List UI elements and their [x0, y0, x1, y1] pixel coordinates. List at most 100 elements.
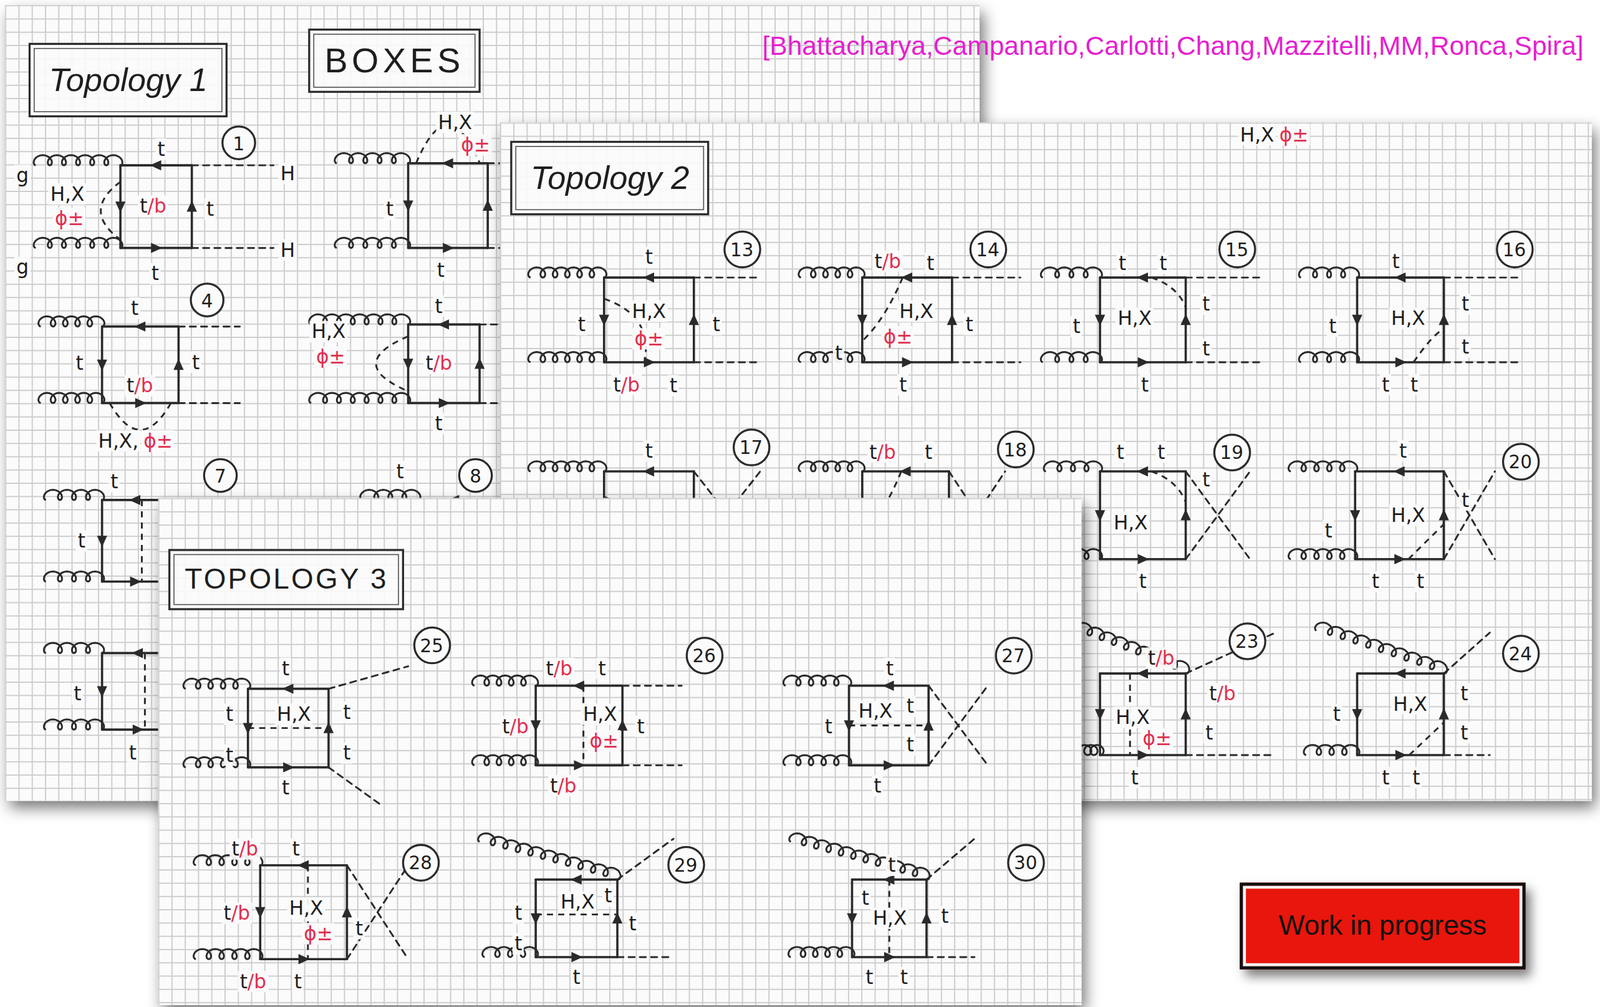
- paper-sheet: TOPOLOGY 3252627282930tttH,Xtttt/btt/bH,…: [158, 498, 1082, 1006]
- scalar-line: [346, 865, 408, 960]
- callout-number: 17: [732, 428, 771, 467]
- particle-label: t: [939, 905, 951, 927]
- fermion-arrow: [474, 357, 485, 370]
- fermion-arrow: [1349, 510, 1360, 522]
- gluon-line: [1040, 267, 1102, 278]
- particle-label: t: [1369, 571, 1382, 593]
- callout-number-text: 18: [1003, 438, 1027, 460]
- particle-label: H,X: [286, 897, 325, 919]
- particle-label: H,X: [1389, 307, 1428, 329]
- gluon-line: [43, 642, 105, 653]
- gluon-line: [38, 316, 105, 327]
- callout-number: 15: [1217, 230, 1256, 269]
- boson-label: ϕ±: [301, 922, 335, 945]
- quark-label: /b: [1155, 646, 1175, 670]
- gluon-line: [1303, 745, 1360, 756]
- particle-label: t: [596, 657, 608, 680]
- fermion-arrow: [131, 647, 143, 658]
- fermion-arrow: [570, 874, 582, 885]
- gluon-line: [1288, 461, 1358, 472]
- section-heading-box: Topology 2: [510, 140, 710, 216]
- particle-label: t: [922, 441, 935, 463]
- particle-label: H,X: [581, 703, 620, 725]
- particle-label: t: [898, 967, 911, 989]
- fermion-arrow: [135, 397, 147, 408]
- callout-number-text: 1: [233, 132, 246, 154]
- scalar-line: [926, 956, 975, 959]
- particle-label: H,X: [1238, 124, 1277, 146]
- gluon-line: [783, 675, 852, 686]
- particle-label: H,X: [629, 300, 668, 322]
- fermion-arrow: [1395, 357, 1407, 368]
- section-heading-box: Topology 1: [28, 43, 229, 118]
- particle-label: t: [1397, 440, 1410, 462]
- quark-label: t: [869, 440, 877, 463]
- particle-label: t: [904, 695, 916, 717]
- fermion-arrow: [1137, 357, 1150, 368]
- particle-label: t: [129, 297, 141, 319]
- scalar-line: [1185, 276, 1261, 279]
- quark-label: /b: [231, 901, 251, 925]
- fermion-arrow: [442, 242, 454, 253]
- heading-text: Topology 2: [530, 159, 690, 196]
- scalar-line: [328, 666, 409, 690]
- particle-label: t: [602, 885, 615, 907]
- callout-number: 19: [1212, 433, 1251, 472]
- boson-label: ϕ±: [1140, 728, 1174, 750]
- fermion-arrow: [129, 495, 141, 506]
- fermion-arrow: [173, 358, 184, 370]
- particle-label: t: [1136, 571, 1149, 593]
- quark-label: /b: [1216, 682, 1236, 705]
- gluon-line: [33, 237, 123, 248]
- particle-label: H: [278, 239, 298, 261]
- callout-number: 8: [458, 458, 494, 494]
- callout-number: 30: [1006, 843, 1045, 882]
- fermion-arrow: [115, 201, 126, 213]
- fermion-arrow: [442, 158, 454, 169]
- particle-label: t: [1203, 722, 1216, 744]
- gluon-line: [783, 755, 852, 766]
- gluon-line: [478, 833, 621, 880]
- gluon-line: [309, 392, 411, 403]
- particle-label: t: [1330, 703, 1343, 725]
- callout-number: 13: [722, 230, 761, 269]
- particle-label: H,X: [558, 891, 597, 913]
- fermion-arrow: [437, 319, 449, 330]
- particle-label: H,X: [48, 183, 87, 205]
- particle-label: t: [204, 198, 217, 220]
- fermion-arrow: [132, 724, 145, 735]
- particle-label: t: [126, 742, 139, 764]
- scalar-line: [1185, 361, 1261, 363]
- scalar-line: [693, 276, 761, 279]
- particle-label: t: [1408, 374, 1421, 396]
- particle-label: t/b: [237, 970, 269, 993]
- particle-label: H,X,: [96, 430, 141, 452]
- scalar-loop: [248, 727, 329, 729]
- fermion-arrow: [281, 683, 294, 694]
- fermion-arrow: [134, 321, 146, 332]
- fermion-arrow: [482, 199, 493, 211]
- particle-label: t: [1379, 766, 1392, 789]
- particle-label: t: [1459, 489, 1472, 511]
- quark-label: /b: [147, 194, 166, 217]
- particle-label: t: [886, 854, 898, 877]
- fermion-arrow: [1394, 554, 1406, 565]
- boson-label: ϕ±: [458, 134, 492, 156]
- boson-label: ϕ±: [881, 326, 915, 348]
- scalar-line: [1185, 754, 1276, 757]
- scalar-loop: [582, 685, 585, 766]
- fermion-arrow: [341, 906, 352, 918]
- quark-label: /b: [433, 351, 453, 375]
- fermion-arrow: [857, 314, 868, 327]
- fermion-arrow: [96, 686, 107, 698]
- particle-label: t: [822, 715, 835, 738]
- quark-label: t: [139, 194, 148, 217]
- particle-label: t: [859, 887, 872, 909]
- particle-label: t: [1200, 468, 1213, 491]
- scalar-line: [328, 767, 383, 807]
- quark-label: t: [613, 372, 622, 396]
- particle-label: t/b: [221, 902, 252, 924]
- fermion-arrow: [642, 466, 655, 477]
- particle-label: t: [73, 352, 86, 374]
